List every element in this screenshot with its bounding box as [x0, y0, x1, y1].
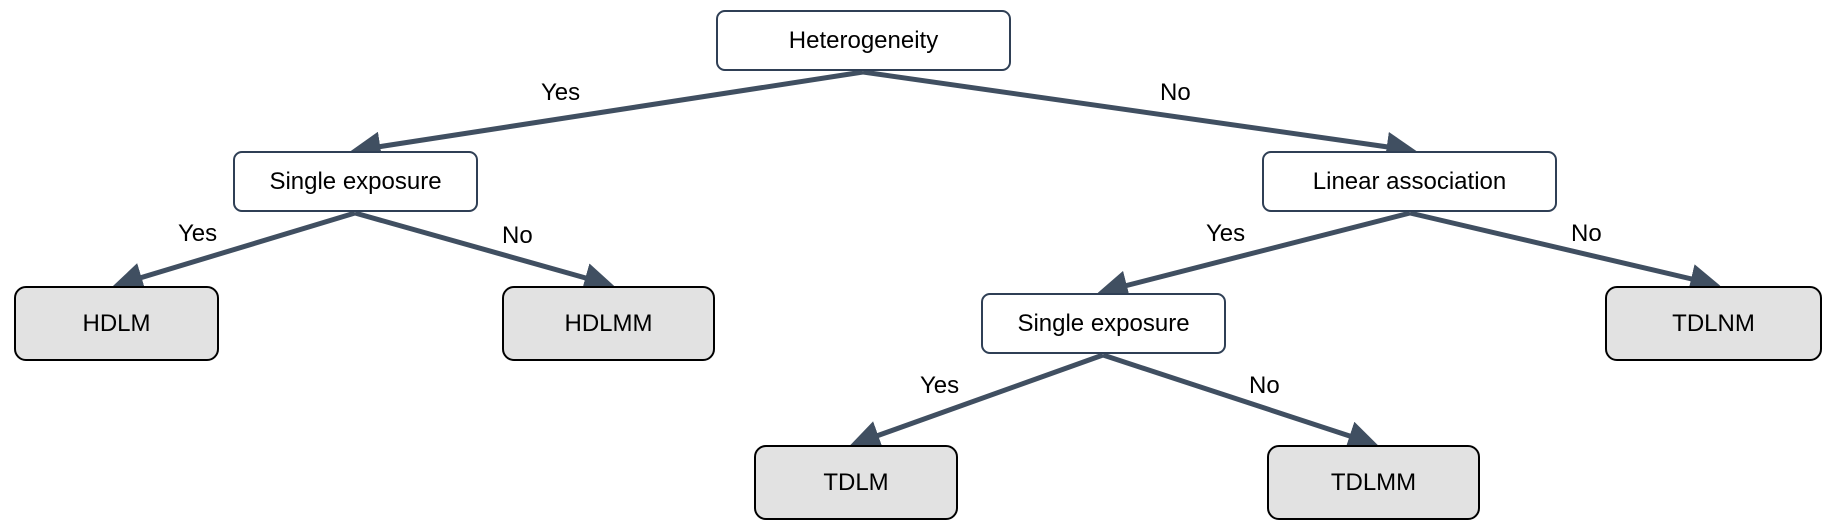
leaf-hdlmm: HDLMM — [502, 286, 715, 361]
edge-single-exposure-left-to-hdlm — [112, 210, 356, 292]
edge-label-single-exposure-left-yes: Yes — [178, 220, 218, 247]
node-heterogeneity: Heterogeneity — [716, 10, 1011, 71]
edge-label-single-exposure-right-no: No — [1249, 372, 1280, 399]
edge-root-to-linear-association — [862, 69, 1417, 162]
edge-label-root-no: No — [1160, 79, 1191, 106]
edge-label-single-exposure-right-yes: Yes — [920, 372, 960, 399]
edge-root-to-single-exposure-left — [350, 69, 864, 162]
leaf-tdlm: TDLM — [754, 445, 958, 520]
edge-single-exposure-right-to-tdlmm — [1102, 352, 1379, 451]
edge-label-single-exposure-left-no: No — [502, 222, 533, 249]
edge-label-linear-association-yes: Yes — [1206, 220, 1246, 247]
leaf-hdlm: HDLM — [14, 286, 219, 361]
edge-linear-association-to-single-exposure-right — [1097, 210, 1411, 300]
node-single-exposure-right: Single exposure — [981, 293, 1226, 354]
leaf-tdlmm: TDLMM — [1267, 445, 1480, 520]
edge-label-linear-association-no: No — [1571, 220, 1602, 247]
edge-linear-association-to-tdlnm — [1409, 210, 1721, 294]
edge-label-root-yes: Yes — [541, 79, 581, 106]
node-linear-association: Linear association — [1262, 151, 1557, 212]
leaf-tdlnm: TDLNM — [1605, 286, 1822, 361]
edge-single-exposure-right-to-tdlm — [849, 352, 1104, 450]
edge-single-exposure-left-to-hdlmm — [354, 210, 615, 293]
node-single-exposure-left: Single exposure — [233, 151, 478, 212]
